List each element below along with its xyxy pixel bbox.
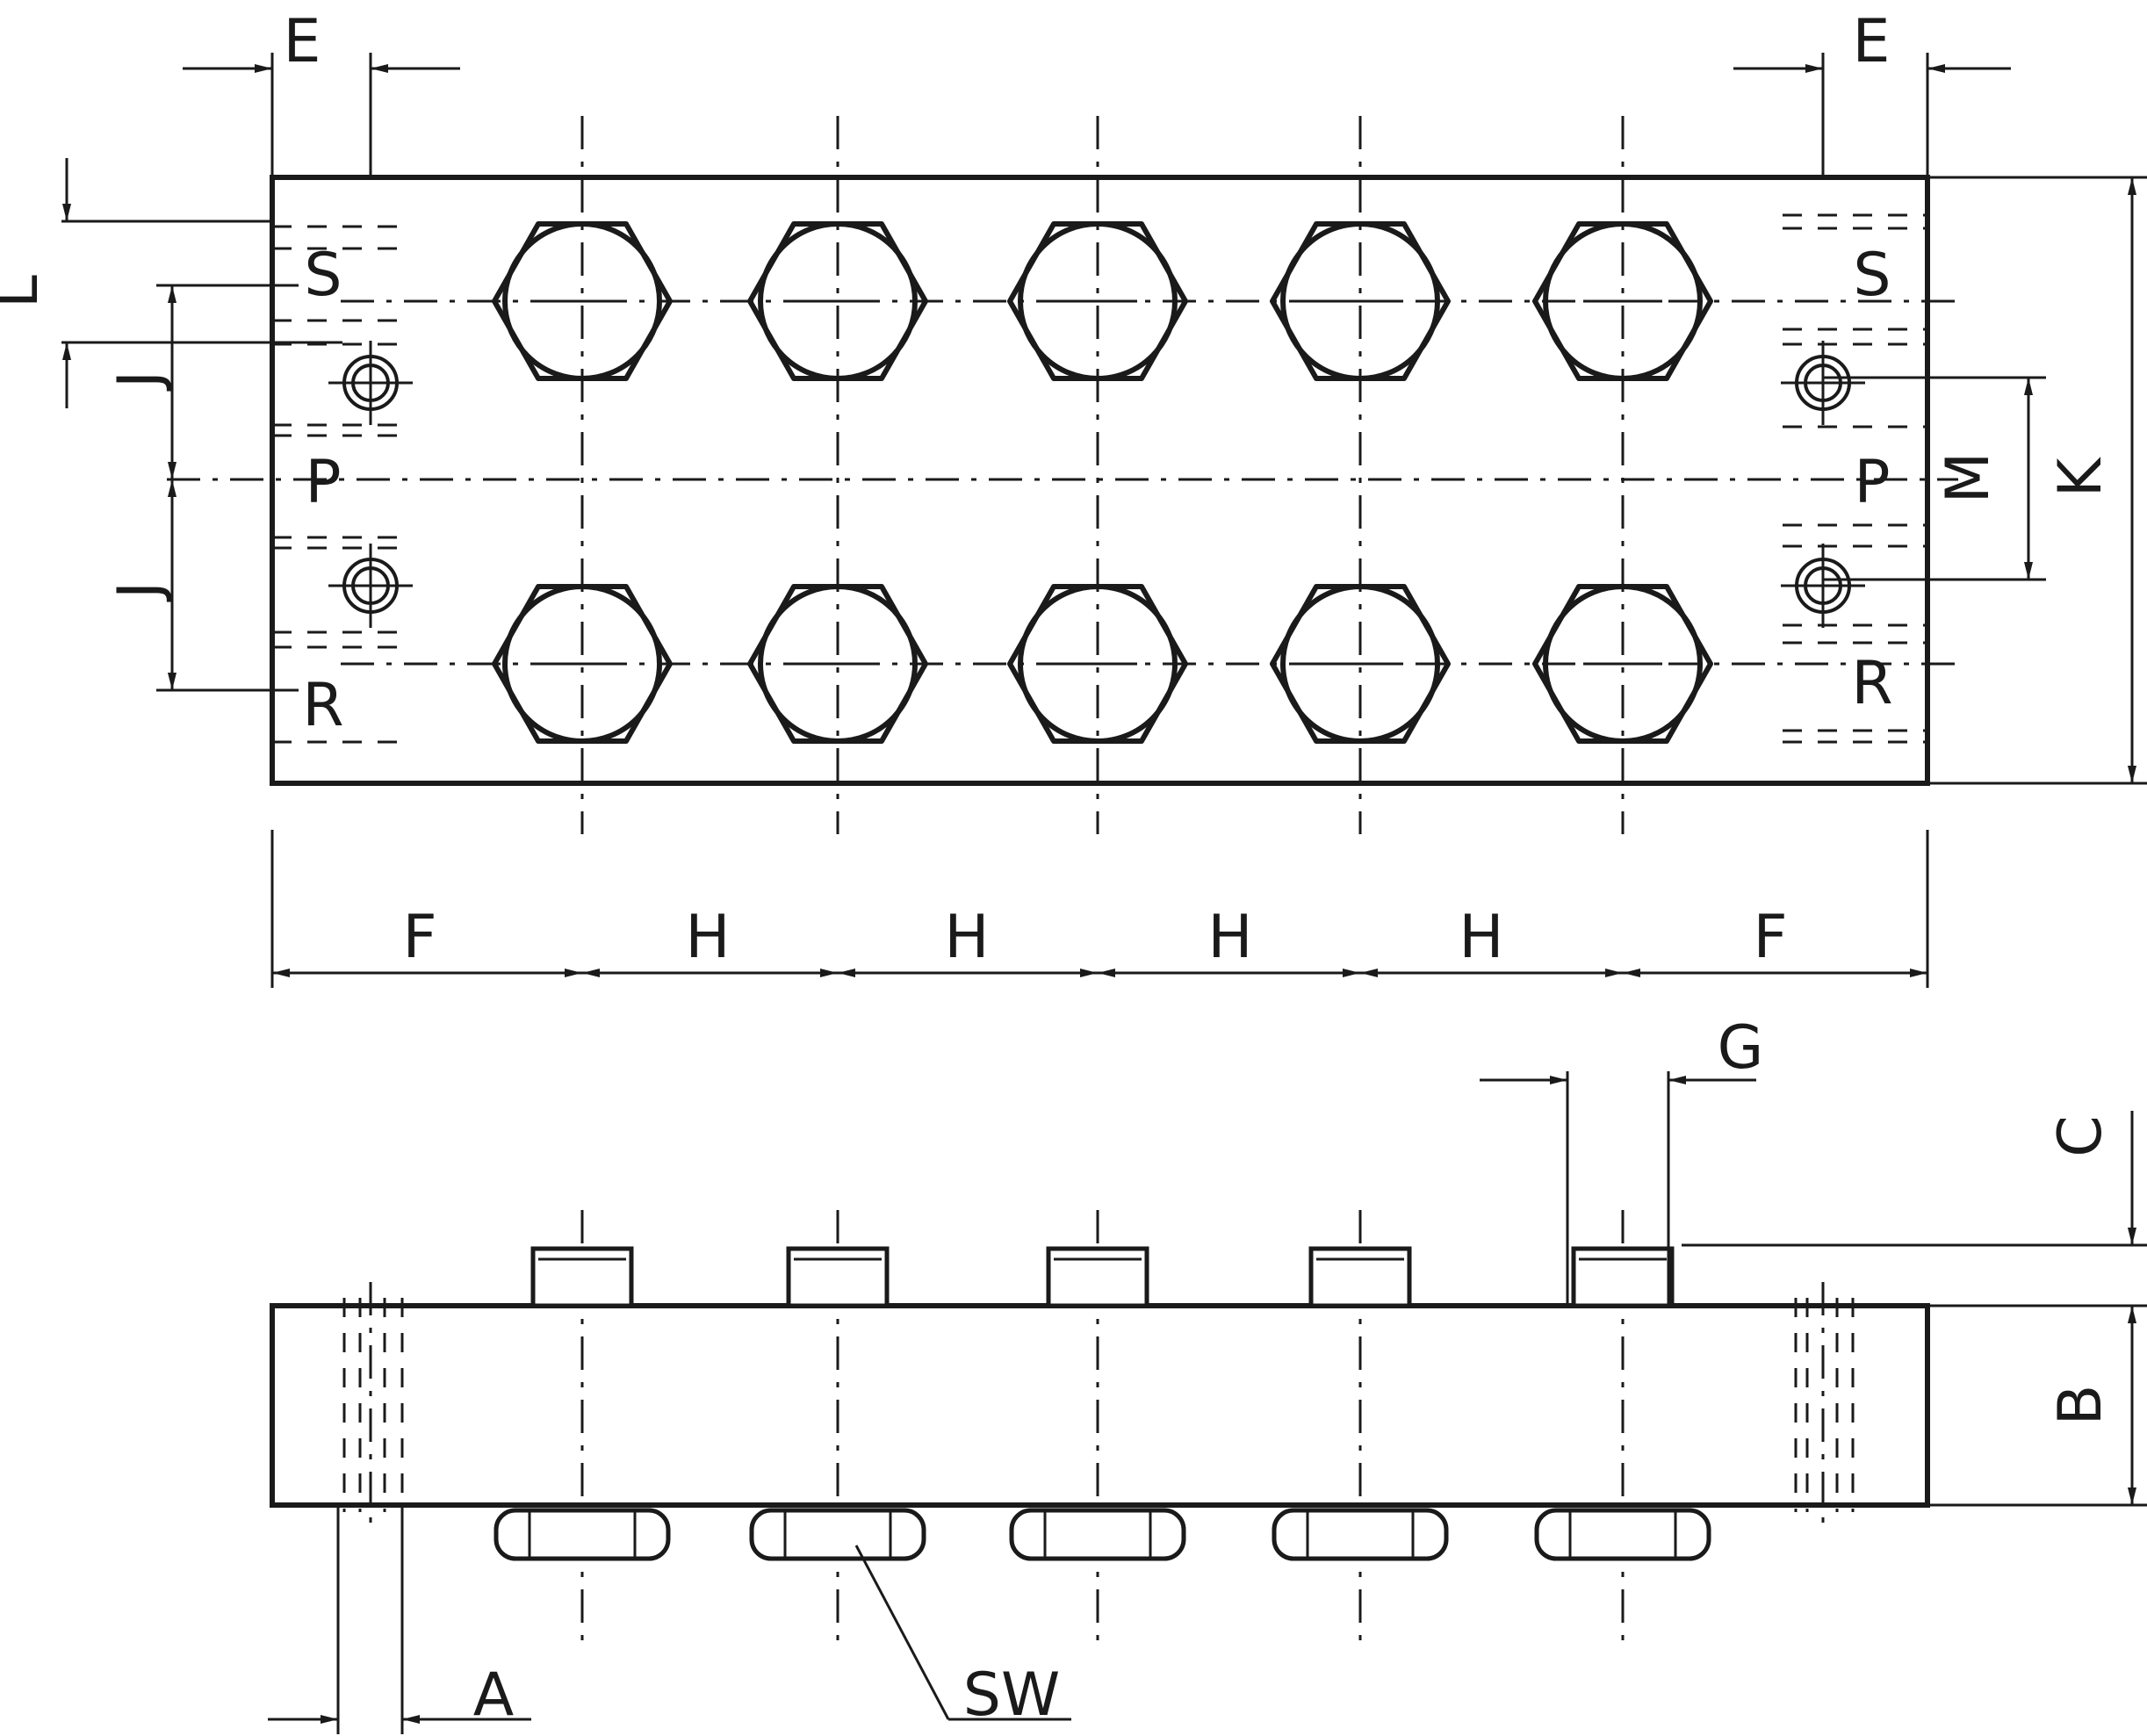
hex-nut-icon	[1532, 584, 1713, 744]
label-J-upper: J	[105, 371, 175, 392]
label-M: M	[1934, 452, 2003, 504]
label-B: B	[2046, 1385, 2115, 1426]
label-P-left: P	[305, 448, 341, 517]
label-F-right: F	[1753, 903, 1787, 972]
top-view-dimensions	[61, 53, 2147, 988]
label-H-4: H	[1459, 903, 1503, 972]
label-E-right: E	[1853, 7, 1891, 76]
hex-nut-side-icon	[494, 1508, 671, 1561]
fitting-stub-icon	[1308, 1246, 1412, 1308]
label-SW: SW	[963, 1660, 1060, 1730]
top-view-center-lines	[167, 116, 1967, 834]
label-R-left: R	[302, 671, 343, 740]
hex-nut-icon	[1532, 221, 1713, 381]
fitting-stub-icon	[1046, 1246, 1149, 1308]
hex-nut-side-icon	[749, 1508, 926, 1561]
label-S-left: S	[304, 241, 342, 310]
side-view	[268, 1071, 2147, 1734]
fitting-stub-icon	[1571, 1246, 1675, 1308]
top-view	[61, 53, 2147, 988]
side-view-dimensions	[268, 1071, 2147, 1734]
label-H-3: H	[1207, 903, 1252, 972]
label-K: K	[2046, 456, 2115, 497]
label-P-right: P	[1854, 448, 1890, 517]
label-S-right: S	[1853, 241, 1891, 310]
fitting-stub-icon	[530, 1246, 634, 1308]
fitting-stub-icon	[786, 1246, 890, 1308]
side-view-body	[270, 1303, 1930, 1508]
label-C: C	[2046, 1115, 2115, 1156]
hex-nut-side-icon	[1009, 1508, 1186, 1561]
side-view-parts	[342, 1210, 1855, 1646]
hex-nut-side-icon	[1272, 1508, 1449, 1561]
label-G: G	[1718, 1013, 1764, 1083]
label-H-1: H	[685, 903, 730, 972]
label-H-2: H	[944, 903, 989, 972]
label-A: A	[473, 1660, 515, 1730]
label-L: L	[0, 275, 52, 308]
label-R-right: R	[1851, 649, 1892, 718]
label-E-left: E	[284, 7, 321, 76]
top-view-body	[270, 175, 1930, 786]
label-J-lower: J	[105, 581, 175, 602]
label-F-left: F	[402, 903, 436, 972]
hex-nut-side-icon	[1534, 1508, 1711, 1561]
dim-SW-leader	[854, 1545, 950, 1720]
